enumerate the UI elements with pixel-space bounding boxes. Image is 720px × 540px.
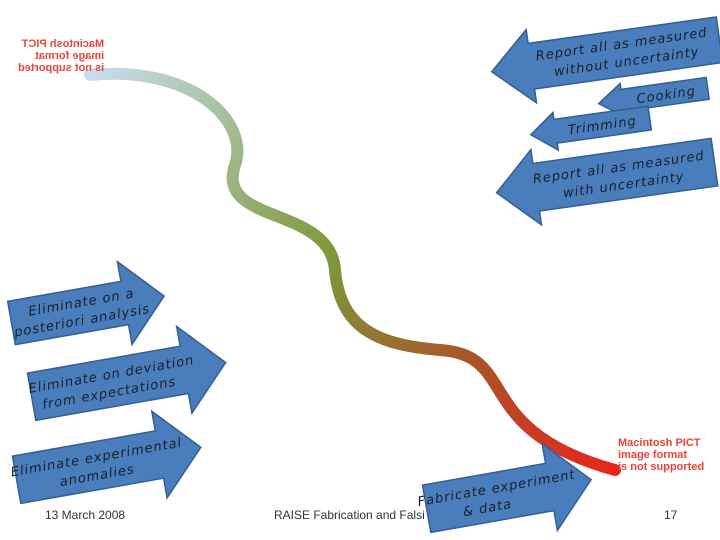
pict-line: image format: [618, 449, 688, 461]
arrow-report-with-uncertainty: Report all as measured with uncertainty: [495, 137, 719, 227]
pict-line: is not supported: [618, 461, 705, 473]
pict-placeholder-top: Macintosh PICT image format is not suppo…: [18, 38, 104, 74]
footer-date: 13 March 2008: [45, 508, 126, 522]
spectrum-curve: [84, 67, 621, 476]
pict-line: Macintosh PICT: [21, 38, 105, 50]
arrow-eliminate-deviation: Eliminate on deviation from expectations: [26, 324, 227, 422]
footer-page-number: 17: [664, 508, 678, 522]
pict-placeholder-bottom: Macintosh PICT image format is not suppo…: [618, 437, 704, 473]
pict-line: Macintosh PICT: [618, 437, 701, 449]
pict-line: image format: [35, 50, 105, 62]
footer-title: RAISE Fabrication and Falsifica: [274, 508, 424, 522]
arrow-eliminate-posteriori: Eliminate on a posteriori analysis: [6, 259, 166, 347]
arrow-eliminate-anomalies: Eliminate experimental anomalies: [10, 409, 202, 505]
arrow-cooking: Cooking: [597, 76, 711, 119]
pict-line: is not supported: [18, 62, 105, 74]
